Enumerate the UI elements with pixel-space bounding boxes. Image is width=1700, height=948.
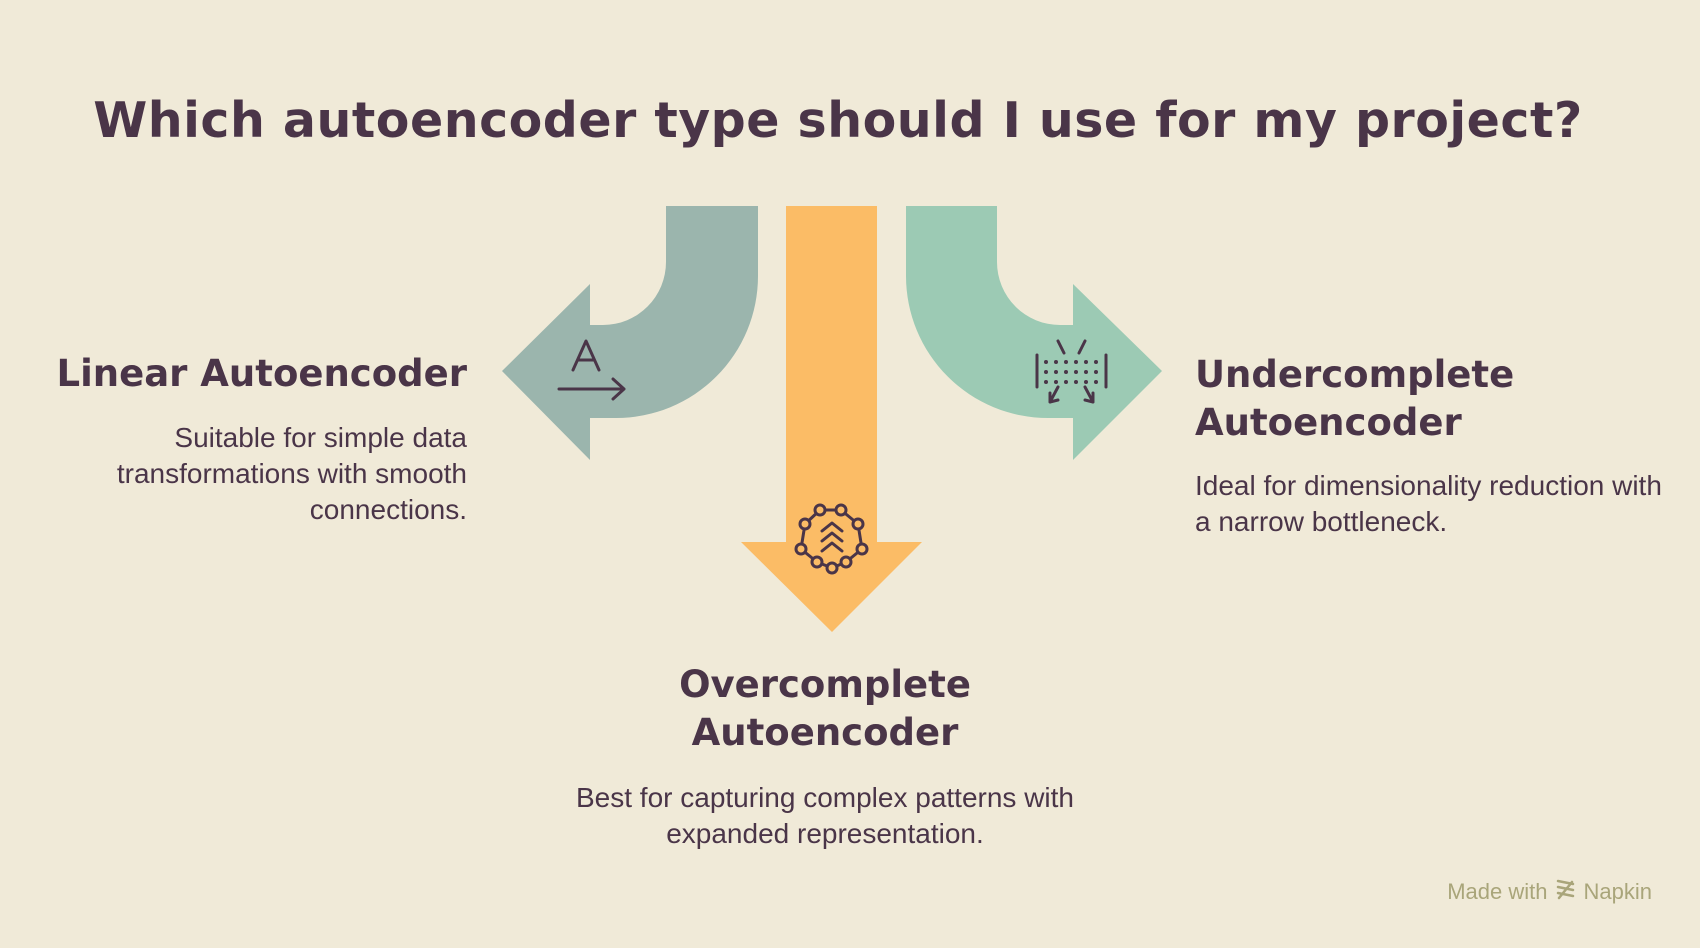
overcomplete-autoencoder-description: Best for capturing complex patterns with…: [575, 782, 1074, 849]
undercomplete-autoencoder-description: Ideal for dimensionality reduction with …: [1195, 470, 1662, 537]
heading-line: Linear Autoencoder: [56, 352, 468, 395]
heading-line: Overcomplete: [679, 663, 971, 706]
undercomplete-autoencoder-heading: Undercomplete Autoencoder: [1195, 351, 1615, 447]
letter-a-arrow-icon: [557, 339, 626, 401]
napkin-logo-icon: [1556, 878, 1576, 906]
linear-autoencoder-heading: Linear Autoencoder: [57, 350, 468, 398]
overcomplete-autoencoder-heading: Overcomplete Autoencoder: [625, 661, 1025, 757]
linear-autoencoder-description: Suitable for simple data transformations…: [116, 422, 467, 525]
compress-arrows-icon: [1035, 339, 1108, 404]
napkin-brand-label: Napkin: [1583, 879, 1652, 904]
right-curved-arrow: [906, 206, 1162, 460]
heading-line: Autoencoder: [691, 711, 959, 754]
left-curved-arrow: [502, 206, 758, 460]
page-title: Which autoencoder type should I use for …: [93, 92, 1583, 149]
heading-line: Autoencoder: [1195, 401, 1462, 444]
made-with-label: Made with: [1447, 879, 1548, 904]
made-with-napkin-badge[interactable]: Made with Napkin: [1447, 878, 1652, 906]
center-down-arrow: [741, 206, 922, 632]
heading-line: Undercomplete: [1195, 353, 1515, 396]
network-expand-icon: [794, 503, 869, 575]
